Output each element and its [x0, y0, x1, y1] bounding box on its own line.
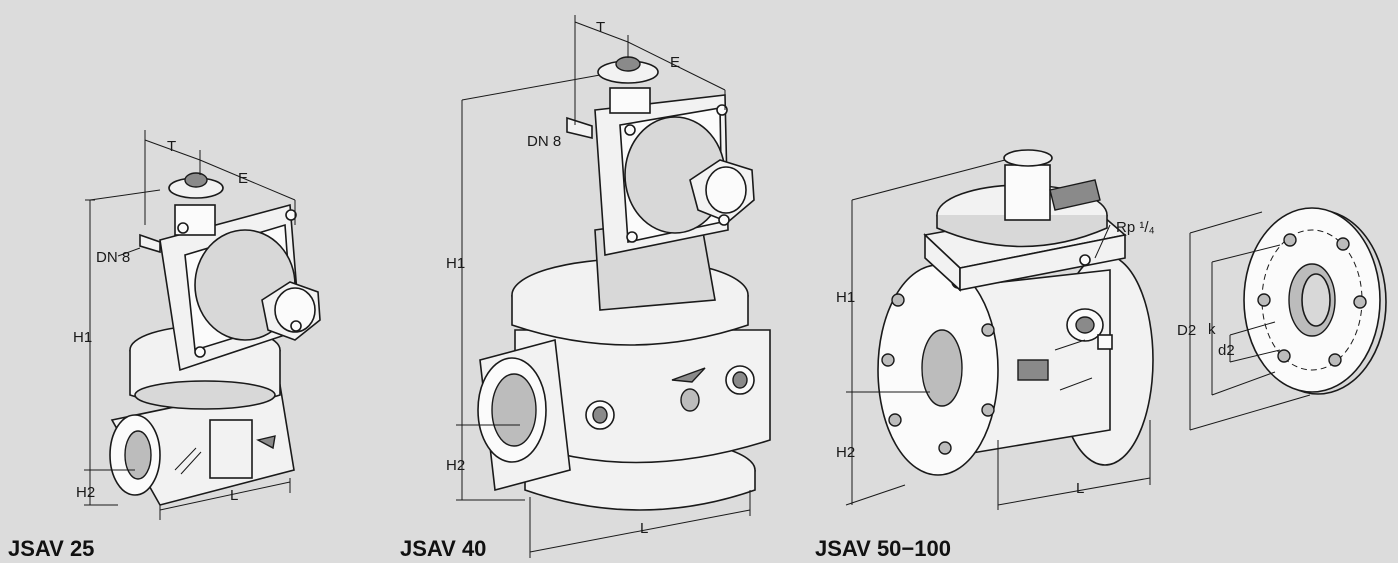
jsav40-title: JSAV 40 — [400, 536, 487, 561]
jsav40-e-label: E — [670, 54, 680, 71]
jsav25-t-label: T — [167, 138, 176, 155]
jsav40-h2-label: H2 — [446, 457, 465, 474]
jsav25-dimension-lines — [84, 130, 296, 520]
jsav40-l-label: L — [640, 520, 648, 537]
jsav25-h1-label: H1 — [73, 329, 92, 346]
jsav40-dimension-lines — [456, 15, 751, 558]
jsav25-labels: T E DN 8 H1 H2 L — [73, 138, 248, 504]
jsav40-valve-drawing — [477, 56, 771, 511]
jsav25-e-label: E — [238, 170, 248, 187]
jsav25-dn-label: DN 8 — [96, 249, 130, 266]
jsav50-100-l-label: L — [1076, 480, 1084, 497]
jsav50-100-d2-outer-label: D2 — [1177, 322, 1196, 339]
jsav50-100-d2-inner-label: d2 — [1218, 342, 1235, 359]
jsav50-100-flange-drawing — [1243, 207, 1387, 395]
jsav50-100-rp-label: Rp ¹/₄ — [1116, 219, 1155, 236]
jsav40-t-label: T — [596, 19, 605, 36]
jsav50-100-dimension-lines — [845, 159, 1311, 510]
jsav50-100-h1-label: H1 — [836, 289, 855, 306]
jsav50-100-title: JSAV 50−100 — [815, 536, 951, 561]
jsav25-h2-label: H2 — [76, 484, 95, 501]
jsav50-100-figure: Rp ¹/₄ H1 H2 L D2 k d2 — [836, 149, 1387, 510]
jsav50-100-valve-drawing — [877, 149, 1154, 476]
jsav25-figure: T E DN 8 H1 H2 L — [73, 130, 321, 520]
jsav40-dn-label: DN 8 — [527, 133, 561, 150]
jsav40-h1-label: H1 — [446, 255, 465, 272]
jsav40-labels: T E DN 8 H1 H2 L — [446, 19, 680, 537]
jsav50-100-h2-label: H2 — [836, 444, 855, 461]
jsav25-valve-drawing — [109, 172, 321, 506]
jsav25-title: JSAV 25 — [8, 536, 95, 561]
jsav50-100-k-label: k — [1208, 321, 1216, 338]
jsav40-figure: T E DN 8 H1 H2 L — [446, 15, 771, 558]
jsav25-l-label: L — [230, 487, 238, 504]
jsav50-100-labels: Rp ¹/₄ H1 H2 L D2 k d2 — [836, 219, 1235, 497]
